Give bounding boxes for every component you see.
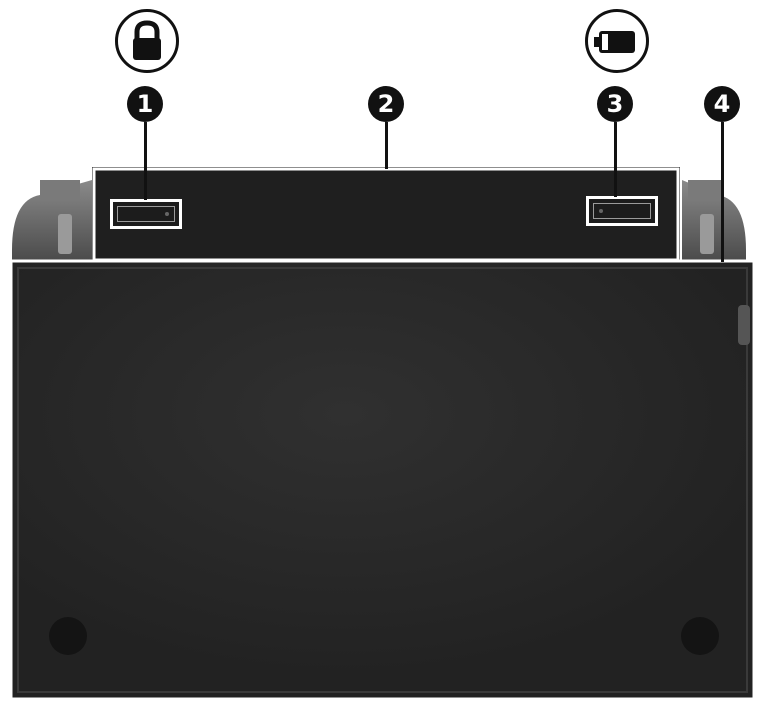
- callout-3: 3: [597, 86, 633, 122]
- battery-bay: [92, 167, 680, 262]
- rubber-foot-left: [49, 617, 87, 655]
- latch-indicator: [165, 212, 169, 216]
- right-hinge-tab: [688, 180, 724, 200]
- latch-inner-frame: [117, 206, 175, 222]
- left-hinge-tab: [40, 180, 80, 200]
- left-hinge-slot: [58, 214, 72, 254]
- latch-inner-frame: [593, 203, 651, 219]
- base-panel-outline: [9, 259, 756, 701]
- right-hinge-slot: [700, 214, 714, 254]
- battery-icon: [585, 9, 649, 73]
- lock-icon: [115, 9, 179, 73]
- leader-line-3: [614, 122, 617, 197]
- leader-line-4: [721, 122, 724, 262]
- leader-line-1: [144, 122, 147, 200]
- battery-release-latch: [586, 196, 658, 226]
- leader-line-2: [385, 122, 388, 169]
- side-notch: [738, 305, 750, 345]
- base-panel: [10, 260, 755, 700]
- rubber-foot-right: [681, 617, 719, 655]
- latch-indicator: [599, 209, 603, 213]
- callout-1: 1: [127, 86, 163, 122]
- battery-lock-latch: [110, 199, 182, 229]
- callout-4: 4: [704, 86, 740, 122]
- base-panel-inner-edge: [17, 267, 748, 693]
- callout-2: 2: [368, 86, 404, 122]
